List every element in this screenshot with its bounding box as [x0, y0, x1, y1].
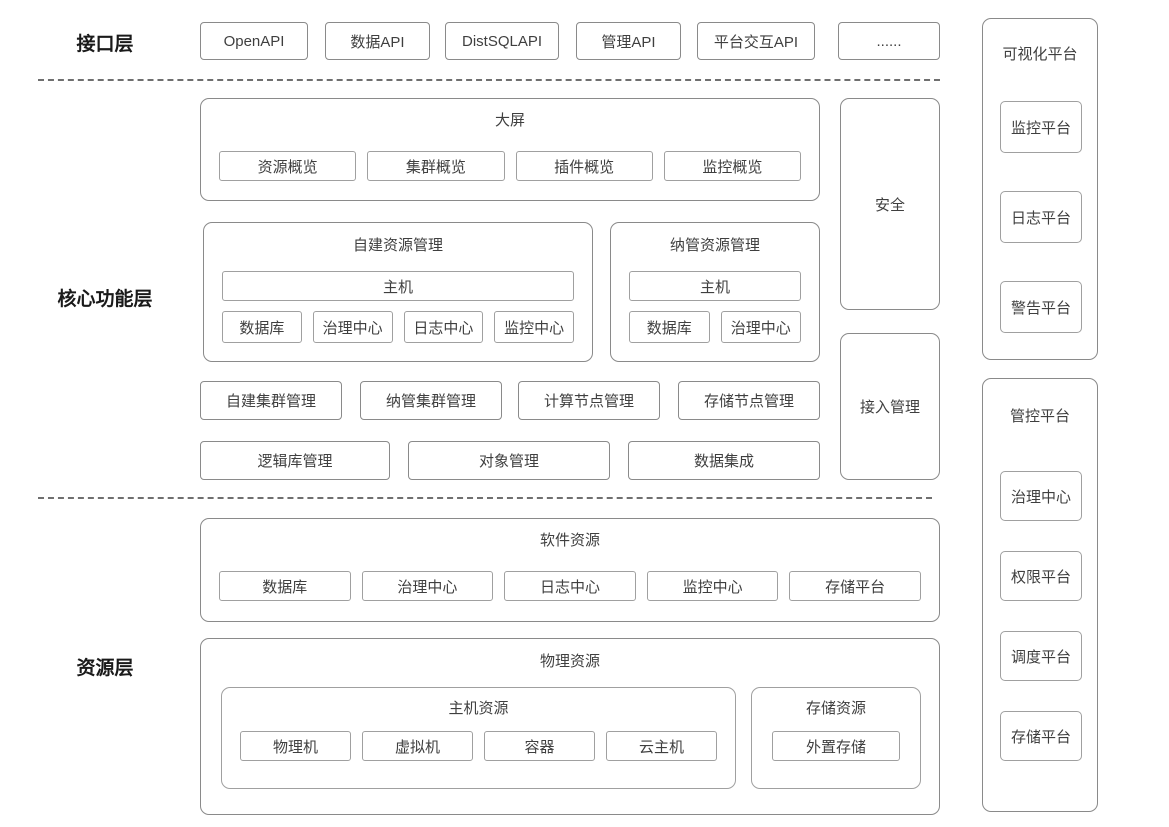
software-item-log-center: 日志中心	[504, 571, 636, 601]
managed-resource-title: 纳管资源管理	[669, 237, 760, 254]
object-box-data-integration: 数据集成	[628, 441, 820, 480]
storage-resource-title: 存储资源	[805, 700, 866, 717]
managed-item-database: 数据库	[629, 311, 710, 343]
host-item-physical-machine: 物理机	[240, 731, 351, 761]
software-resource-panel: 软件资源 数据库 治理中心 日志中心 监控中心 存储平台	[200, 518, 940, 622]
cluster-box-self-built: 自建集群管理	[200, 381, 342, 420]
api-box-platform-api: 平台交互API	[697, 22, 815, 60]
self-built-resource-panel: 自建资源管理 主机 数据库 治理中心 日志中心 监控中心	[203, 222, 593, 362]
control-item-permission-platform: 权限平台	[1000, 551, 1082, 601]
visualization-platform-title: 可视化平台	[1002, 46, 1078, 63]
self-built-resource-title: 自建资源管理	[352, 237, 443, 254]
self-built-host-box: 主机	[222, 271, 574, 301]
host-resource-title: 主机资源	[448, 700, 509, 717]
dashboard-item-monitor-overview: 监控概览	[663, 151, 801, 181]
self-built-item-database: 数据库	[222, 311, 302, 343]
software-item-governance-center: 治理中心	[361, 571, 494, 601]
host-item-virtual-machine: 虚拟机	[362, 731, 473, 761]
control-item-storage-platform: 存储平台	[1000, 711, 1082, 761]
storage-item-external-storage: 外置存储	[772, 731, 900, 761]
self-built-item-governance-center: 治理中心	[312, 311, 393, 343]
api-box-openapi: OpenAPI	[200, 22, 308, 60]
layer-label-resource: 资源层	[76, 658, 134, 679]
storage-resource-subpanel: 存储资源 外置存储	[751, 687, 921, 789]
dashboard-item-cluster-overview: 集群概览	[367, 151, 505, 181]
control-platform-title: 管控平台	[1009, 408, 1070, 425]
security-panel: 安全	[840, 98, 940, 310]
dashboard-panel: 大屏 资源概览 集群概览 插件概览 监控概览	[200, 98, 820, 201]
visualization-item-log-platform: 日志平台	[1000, 191, 1082, 243]
software-resource-title: 软件资源	[539, 532, 600, 549]
control-item-governance-center: 治理中心	[1000, 471, 1082, 521]
dashboard-item-plugin-overview: 插件概览	[515, 151, 653, 181]
dashboard-panel-title: 大屏	[494, 112, 525, 129]
physical-resource-title: 物理资源	[539, 653, 600, 670]
api-box-data-api: 数据API	[325, 22, 430, 60]
object-box-logic-db: 逻辑库管理	[200, 441, 390, 480]
host-resource-subpanel: 主机资源 物理机 虚拟机 容器 云主机	[221, 687, 736, 789]
cluster-box-compute-node: 计算节点管理	[518, 381, 660, 420]
managed-item-governance-center: 治理中心	[720, 311, 801, 343]
host-item-cloud-host: 云主机	[606, 731, 717, 761]
layer-label-core: 核心功能层	[57, 289, 153, 310]
software-item-monitor-center: 监控中心	[646, 571, 779, 601]
visualization-platform-panel: 可视化平台 监控平台 日志平台 警告平台	[982, 18, 1098, 360]
object-box-object-management: 对象管理	[408, 441, 610, 480]
cluster-box-storage-node: 存储节点管理	[678, 381, 820, 420]
cluster-box-managed: 纳管集群管理	[360, 381, 502, 420]
control-platform-panel: 管控平台 治理中心 权限平台 调度平台 存储平台	[982, 378, 1098, 812]
api-box-ellipsis: ......	[838, 22, 940, 60]
control-item-scheduling-platform: 调度平台	[1000, 631, 1082, 681]
access-management-panel: 接入管理	[840, 333, 940, 480]
visualization-item-alert-platform: 警告平台	[1000, 281, 1082, 333]
visualization-item-monitor-platform: 监控平台	[1000, 101, 1082, 153]
separator-core-resource	[38, 497, 932, 499]
software-item-storage-platform: 存储平台	[789, 571, 921, 601]
api-box-distsql-api: DistSQLAPI	[445, 22, 559, 60]
physical-resource-panel: 物理资源 主机资源 物理机 虚拟机 容器 云主机 存储资源 外置存储	[200, 638, 940, 815]
dashboard-item-resource-overview: 资源概览	[219, 151, 357, 181]
self-built-item-log-center: 日志中心	[403, 311, 484, 343]
managed-resource-panel: 纳管资源管理 主机 数据库 治理中心	[610, 222, 820, 362]
separator-interface-core	[38, 79, 940, 81]
managed-host-box: 主机	[629, 271, 801, 301]
self-built-item-monitor-center: 监控中心	[494, 311, 574, 343]
api-box-manage-api: 管理API	[576, 22, 681, 60]
host-item-container: 容器	[484, 731, 595, 761]
software-item-database: 数据库	[219, 571, 351, 601]
layer-label-interface: 接口层	[76, 34, 134, 55]
